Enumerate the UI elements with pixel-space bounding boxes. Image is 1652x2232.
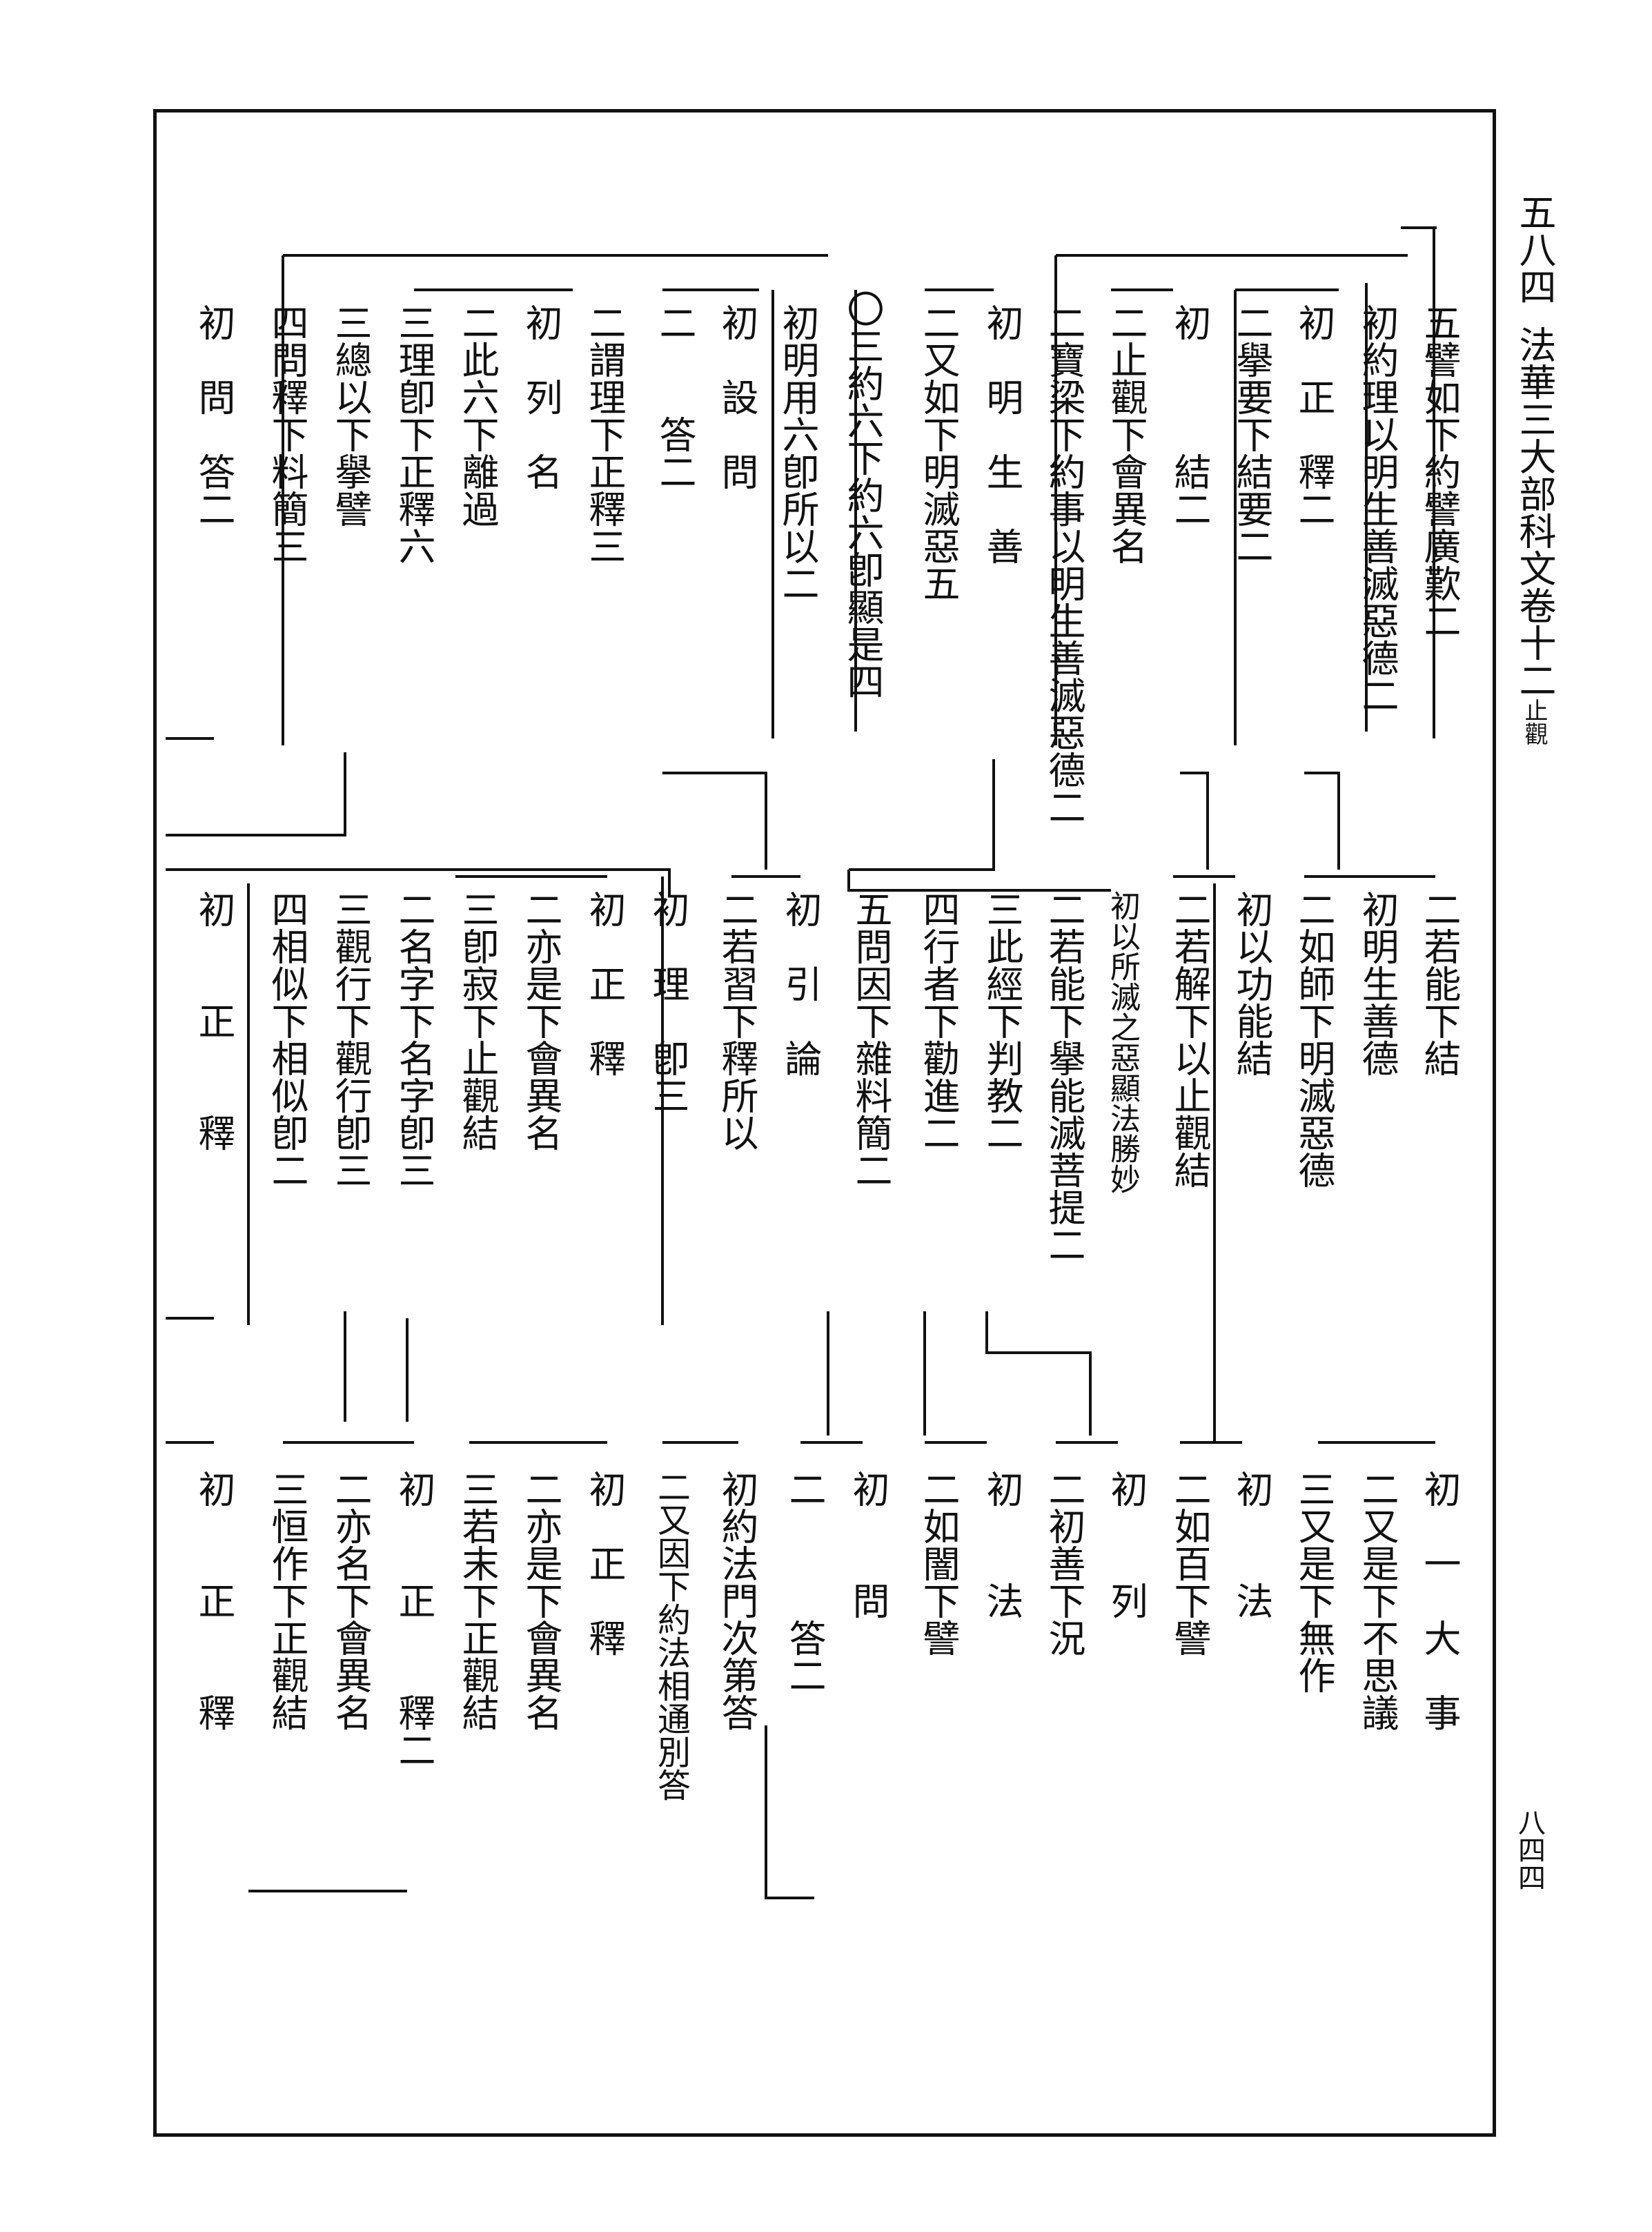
outline-entry: 初約理以明生善滅惡德二 <box>1355 304 1399 714</box>
outline-entry: 初約法門次第答 <box>715 1470 758 1731</box>
outline-entry: 初以所滅之惡顯法勝妙 <box>1105 890 1140 1194</box>
outline-entry: 二此六下離過 <box>455 304 499 527</box>
outline-entry: 二若能下擧能滅菩提二 <box>1042 890 1085 1263</box>
connector-line <box>1180 772 1209 870</box>
outline-entry: 二亦是下會異名 <box>519 1470 562 1731</box>
outline-entry: 二初善下況 <box>1042 1470 1085 1656</box>
outline-entry: 二亦是下會異名 <box>519 890 562 1151</box>
outline-entry: 三理卽下正釋六 <box>392 304 435 565</box>
outline-entry: 四行者下勸進二 <box>916 890 960 1151</box>
outline-entry: 二名字下名字卽三 <box>392 890 435 1188</box>
outline-entry: 二若解下以止觀結 <box>1168 890 1211 1188</box>
outline-entry: 初 正 釋二 <box>392 1470 435 1768</box>
outline-entry: 二擧要下結要二 <box>1230 304 1273 565</box>
outline-entry: 二又如下明滅惡五 <box>916 304 960 602</box>
outline-entry: 二如百下譬 <box>1168 1470 1211 1656</box>
outline-entry: 初 正 釋 <box>192 1470 235 1731</box>
outline-entry: 二亦名下會異名 <box>328 1470 372 1731</box>
outline-entry: 二又因下約法相通別答 <box>651 1470 690 1801</box>
outline-entry: 四相似下相似卽二 <box>265 890 308 1188</box>
outline-entry: 二如闇下譬 <box>916 1470 960 1656</box>
section-label: 止觀 <box>1520 698 1548 745</box>
outline-entry: 二若習下釋所以 <box>715 890 758 1151</box>
connector-line <box>662 772 767 870</box>
outline-entry: 初 法 <box>980 1470 1023 1619</box>
volume-page-number: 五八四 <box>1513 193 1556 305</box>
connector-line <box>847 870 1111 892</box>
outline-entry: 初 問 答二 <box>192 304 235 527</box>
connector-line <box>849 759 995 871</box>
outline-entry: 初 列 <box>1104 1470 1148 1619</box>
outline-entry: 三總以下擧譬 <box>328 304 372 527</box>
outline-entry: 初 正 釋 <box>192 890 235 1151</box>
outline-entry: 二止觀下會異名 <box>1104 304 1148 565</box>
outline-entry: 五問因下雜料簡二 <box>849 890 892 1188</box>
outline-entry: 二又是下不思議 <box>1355 1470 1399 1731</box>
outline-entry: 初 明 生 善 <box>980 304 1023 565</box>
outline-entry: 初以功能結 <box>1230 890 1273 1077</box>
book-title: 法華三大部科文卷十二 <box>1513 326 1556 698</box>
outline-entry: 二謂理下正釋三 <box>582 304 626 565</box>
outline-entry: 三又是下無作 <box>1292 1470 1335 1694</box>
outline-entry: 初 一 大 事 <box>1417 1470 1461 1731</box>
outline-entry: 初 設 問 <box>715 304 758 490</box>
connector-line <box>166 868 671 897</box>
outline-entry: 初 正 釋 <box>582 1470 626 1656</box>
outline-entry: 初 法 <box>1230 1470 1273 1619</box>
outline-entry: 三恒作下正觀結 <box>265 1470 308 1731</box>
outline-entry: 三若末下正觀結 <box>455 1470 499 1731</box>
connector-line <box>166 752 346 836</box>
outline-entry: 二如師下明滅惡德 <box>1292 890 1335 1188</box>
outline-entry: 五譬如下約譬廣歎二 <box>1417 304 1461 639</box>
connector-line <box>985 1311 1092 1436</box>
outline-entry: 初 結二 <box>1168 304 1211 527</box>
outline-entry: 二若能下結 <box>1417 890 1461 1077</box>
outline-entry: 初明用六卽所以二 <box>776 304 819 602</box>
outline-entry: 初 問 <box>846 1470 889 1619</box>
outline-entry: 初 列 名 <box>519 304 562 490</box>
outline-entry: 初 引 論 <box>778 890 822 1077</box>
outline-entry: 初 正 釋二 <box>1292 304 1335 527</box>
outline-entry: 二 答二 <box>783 1470 826 1694</box>
outline-entry: 初明生善德 <box>1355 890 1399 1077</box>
running-header: 五八四法華三大部科文卷十二止觀 <box>1513 193 1556 745</box>
outline-entry: 三觀行下觀行卽三 <box>328 890 372 1188</box>
outline-entry: 二 答二 <box>653 304 696 490</box>
connector-line <box>1304 772 1340 870</box>
outline-entry: 三此經下判教二 <box>980 890 1023 1151</box>
outline-entry: 二寶梁下約事以明生善滅惡德二 <box>1042 304 1085 825</box>
outline-entry: 三卽寂下止觀結 <box>455 890 499 1151</box>
outline-entry: 初 理 卽三 <box>646 890 689 1114</box>
outline-entry: 四問釋下料簡三 <box>265 304 308 565</box>
outline-entry: 〇三約六下約六卽顯是四 <box>840 290 884 700</box>
connector-line <box>765 1725 814 1899</box>
outline-entry: 初 正 釋 <box>582 890 626 1077</box>
folio-number: 八四四 <box>1513 1808 1545 1891</box>
page-frame <box>153 109 1496 2137</box>
